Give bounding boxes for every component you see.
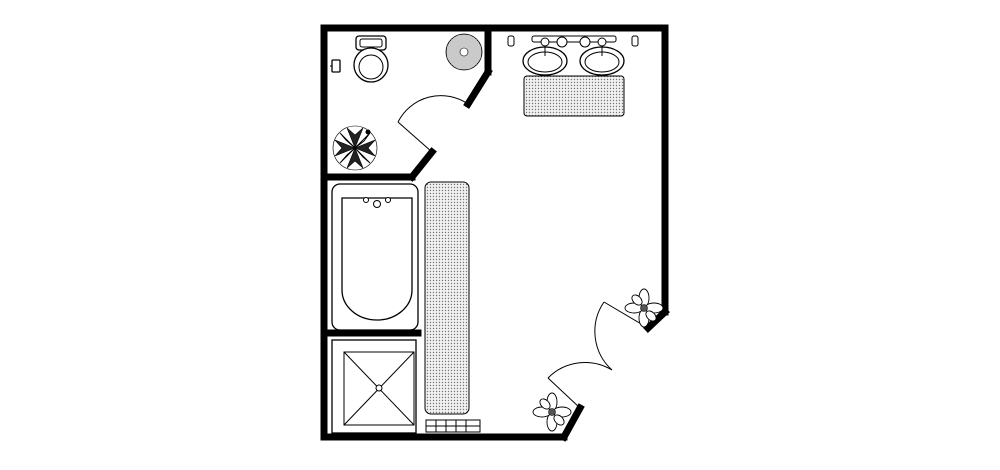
star-plant-toilet-room (332, 125, 378, 171)
toilet-room-door[interactable] (397, 95, 469, 153)
double-entry-door[interactable] (547, 301, 649, 409)
toilet (353, 35, 389, 83)
flower-plant-right (624, 288, 664, 328)
exterior-walls (320, 24, 670, 442)
round-plant-toilet-room (445, 33, 483, 71)
double-vanity (507, 35, 639, 76)
toilet-paper-holder (330, 59, 341, 73)
runner-rug (424, 181, 470, 415)
flower-plant-bottom (532, 392, 572, 432)
vanity-rug (523, 75, 625, 117)
shower-stall (331, 339, 417, 434)
bathtub (331, 183, 419, 331)
interior-walls (320, 24, 493, 337)
towel-radiator (425, 419, 481, 433)
